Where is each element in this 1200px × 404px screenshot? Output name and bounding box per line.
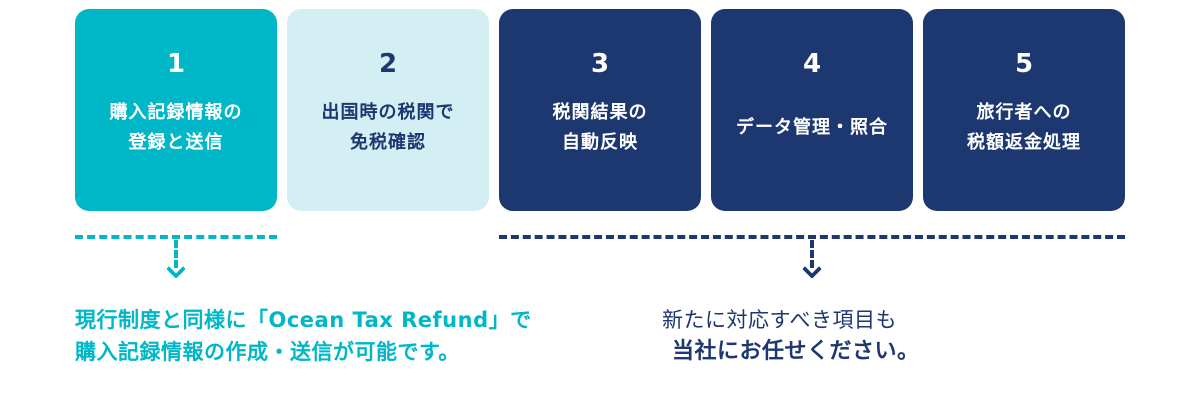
left-caption: 現行制度と同様に「Ocean Tax Refund」で 購入記録情報の作成・送信…: [75, 304, 532, 368]
step-label-line2: 免税確認: [350, 132, 426, 153]
step-label-line1: データ管理・照合: [736, 117, 888, 138]
right-arrow-stem: [810, 240, 814, 268]
right-group-dashed-line: [499, 235, 1125, 239]
down-arrow-icon: [802, 259, 822, 279]
step-label-line2: 登録と送信: [128, 132, 224, 153]
step-label-line2: 自動反映: [562, 132, 638, 153]
right-caption-line2: 当社にお任せください。: [672, 339, 920, 364]
left-arrow-stem: [174, 240, 178, 268]
step-3-box: 3 税関結果の 自動反映: [499, 9, 701, 211]
step-label-line1: 旅行者への: [976, 102, 1072, 123]
right-caption-line1: 新たに対応すべき項目も: [662, 308, 898, 332]
step-label-line2: 税額返金処理: [967, 132, 1081, 153]
down-arrow-icon: [166, 259, 186, 279]
step-number: 5: [1014, 49, 1034, 79]
step-label-line1: 購入記録情報の: [109, 102, 243, 123]
left-caption-line1: 現行制度と同様に「Ocean Tax Refund」で: [75, 308, 532, 332]
step-number: 3: [590, 49, 610, 79]
step-5-box: 5 旅行者への 税額返金処理: [923, 9, 1125, 211]
step-label-line1: 出国時の税関で: [321, 102, 455, 123]
right-caption: 新たに対応すべき項目も 当社にお任せください。: [662, 304, 920, 368]
step-number: 4: [802, 49, 822, 79]
step-4-box: 4 データ管理・照合: [711, 9, 913, 211]
step-label-line1: 税関結果の: [552, 102, 648, 123]
step-number: 2: [378, 49, 398, 79]
left-group-dashed-line: [75, 235, 277, 239]
step-number: 1: [166, 49, 186, 79]
left-caption-line2: 購入記録情報の作成・送信が可能です。: [75, 340, 460, 364]
step-2-box: 2 出国時の税関で 免税確認: [287, 9, 489, 211]
step-1-box: 1 購入記録情報の 登録と送信: [75, 9, 277, 211]
